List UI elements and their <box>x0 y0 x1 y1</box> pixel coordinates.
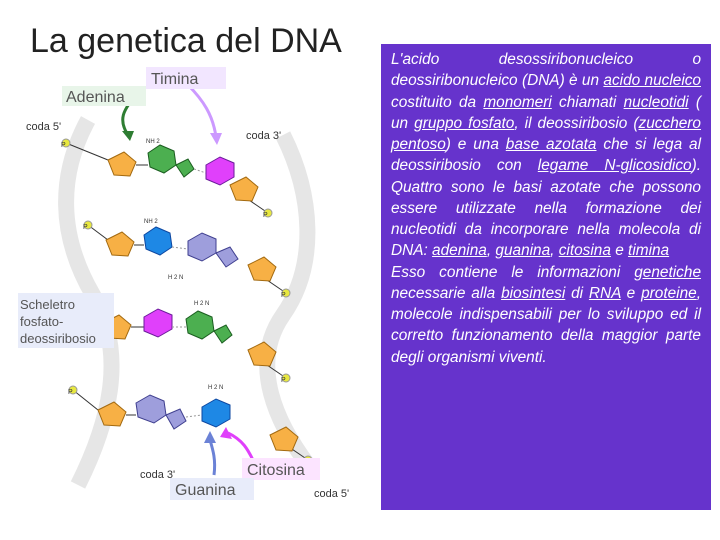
wiki-link[interactable]: gruppo fosfato <box>414 114 515 132</box>
wiki-link[interactable]: guanina <box>495 242 551 260</box>
thymine-base-2 <box>143 308 173 338</box>
phosphate-1 <box>61 138 71 148</box>
wiki-link[interactable]: adenina <box>432 242 487 260</box>
svg-text:P: P <box>83 224 88 231</box>
label-guanina: Guanina <box>175 482 236 499</box>
dna-structure-figure: P P P P P P P <box>18 65 368 505</box>
text-segment: necessarie alla <box>391 284 502 302</box>
text-segment: ) e una <box>445 136 506 153</box>
label-citosina: Citosina <box>247 462 305 479</box>
label-timina: Timina <box>151 71 199 88</box>
timina-arrow <box>186 83 218 138</box>
cytosine-base-1 <box>143 226 173 256</box>
svg-text:P: P <box>263 212 268 219</box>
sugar-2 <box>105 231 135 257</box>
svg-text:H 2 N: H 2 N <box>168 275 183 281</box>
guanine-base-2 <box>135 394 167 424</box>
dna-description-text: L'acido desossiribonucleico o deossiribo… <box>391 49 701 368</box>
base-pair-2: NH 2 H 2 N <box>134 219 239 281</box>
right-backbone: P P P P <box>229 176 313 466</box>
svg-text:H 2 N: H 2 N <box>194 301 209 307</box>
label-scheletro-2: fosfato- <box>20 314 63 329</box>
phosphate-4 <box>68 385 78 395</box>
svg-text:P: P <box>281 292 286 299</box>
text-segment: e <box>610 242 629 260</box>
text-segment: di <box>565 284 589 302</box>
label-adenina: Adenina <box>66 89 125 106</box>
text-segment: Esso contiene le informazioni <box>391 263 621 281</box>
text-segment: L'acido desossiribonucleico o deossiribo… <box>391 51 701 90</box>
slide-title: La genetica del DNA <box>30 22 342 60</box>
svg-text:H 2 N: H 2 N <box>208 385 223 391</box>
text-segment: , <box>486 242 496 260</box>
wiki-link[interactable]: proteine <box>641 284 697 302</box>
sugar-1 <box>107 151 137 177</box>
svg-text:P: P <box>61 142 66 149</box>
dna-description-box: L'acido desossiribonucleico o deossiribo… <box>381 44 711 510</box>
label-scheletro-1: Scheletro <box>20 297 75 312</box>
wiki-link[interactable]: citosina <box>558 242 611 260</box>
adenine-base-1 <box>147 144 177 174</box>
guanine-base-1 <box>187 232 217 262</box>
phosphate-2 <box>83 220 93 230</box>
svg-text:P: P <box>281 377 286 384</box>
sugar-4 <box>97 401 127 427</box>
wiki-link[interactable]: timina <box>628 242 670 260</box>
wiki-link[interactable]: nucleotidi <box>623 93 689 111</box>
base-pair-4: H 2 N <box>126 385 231 430</box>
text-segment: chiamati <box>551 93 624 111</box>
wiki-link[interactable]: monomeri <box>483 93 552 111</box>
label-coda3-top: coda 3' <box>246 130 281 142</box>
guanina-arrow <box>208 439 217 476</box>
backbone-right-shadow <box>259 131 316 470</box>
svg-text:NH 2: NH 2 <box>146 139 160 145</box>
thymine-base-1 <box>205 156 235 186</box>
label-coda5-bottom: coda 5' <box>314 488 349 500</box>
text-segment: che si lega al deossiribosio con <box>391 136 701 175</box>
svg-text:NH 2: NH 2 <box>144 219 158 225</box>
wiki-link[interactable]: base azotata <box>505 136 597 153</box>
label-coda3-bottom: coda 3' <box>140 469 175 481</box>
label-coda5-top: coda 5' <box>26 121 61 133</box>
text-segment: , <box>550 242 559 260</box>
svg-text:P: P <box>68 389 73 396</box>
cytosine-base-2 <box>201 398 231 428</box>
text-segment: costituito da <box>391 93 484 111</box>
dna-diagram: P P P P P P P <box>18 67 349 500</box>
wiki-link[interactable]: acido nucleico <box>603 72 701 90</box>
base-pair-1: NH 2 <box>136 139 235 186</box>
wiki-link[interactable]: legame N-glicosidico <box>537 157 692 175</box>
text-segment: , molecole indispensabili per lo svilupp… <box>391 284 701 366</box>
wiki-link[interactable]: biosintesi <box>501 284 566 302</box>
wiki-link[interactable]: RNA <box>588 284 621 302</box>
text-segment: , il deossiribosio ( <box>514 114 639 132</box>
text-segment: ). Quattro sono le basi azotate che poss… <box>391 157 701 260</box>
base-pair-3: H 2 N <box>131 301 233 344</box>
text-segment: ( un <box>391 93 701 132</box>
label-scheletro-3: deossiribosio <box>20 331 96 346</box>
wiki-link[interactable]: genetiche <box>634 263 701 281</box>
citosina-arrow <box>227 431 255 461</box>
adenine-base-2 <box>185 310 215 340</box>
wiki-link[interactable]: zucchero pentoso <box>391 114 701 153</box>
text-segment: e <box>620 284 642 302</box>
